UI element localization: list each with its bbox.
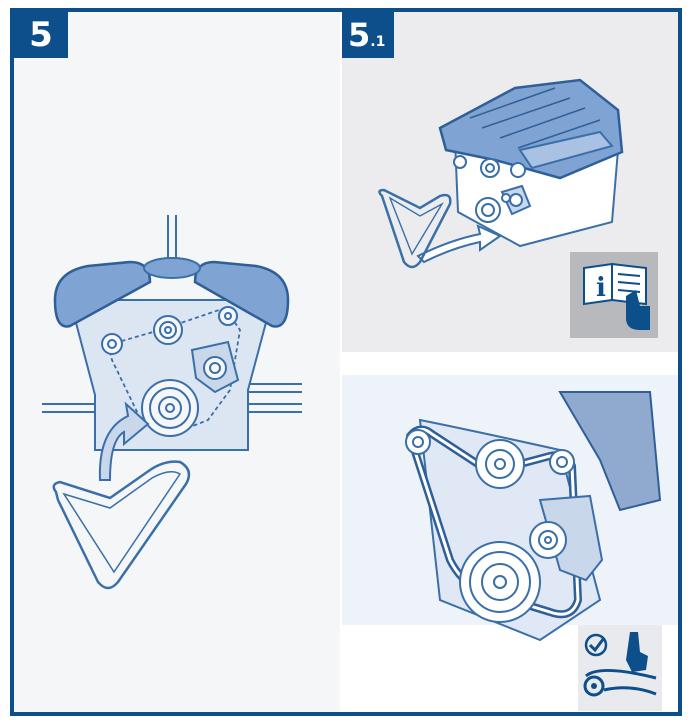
engine-iso-view <box>379 80 622 267</box>
check-tensioner-icon-box <box>578 625 662 711</box>
belt-detail-view <box>342 375 678 640</box>
engine-front-view <box>42 215 302 588</box>
manual-info-icon: i <box>570 252 658 338</box>
svg-text:i: i <box>596 273 606 303</box>
